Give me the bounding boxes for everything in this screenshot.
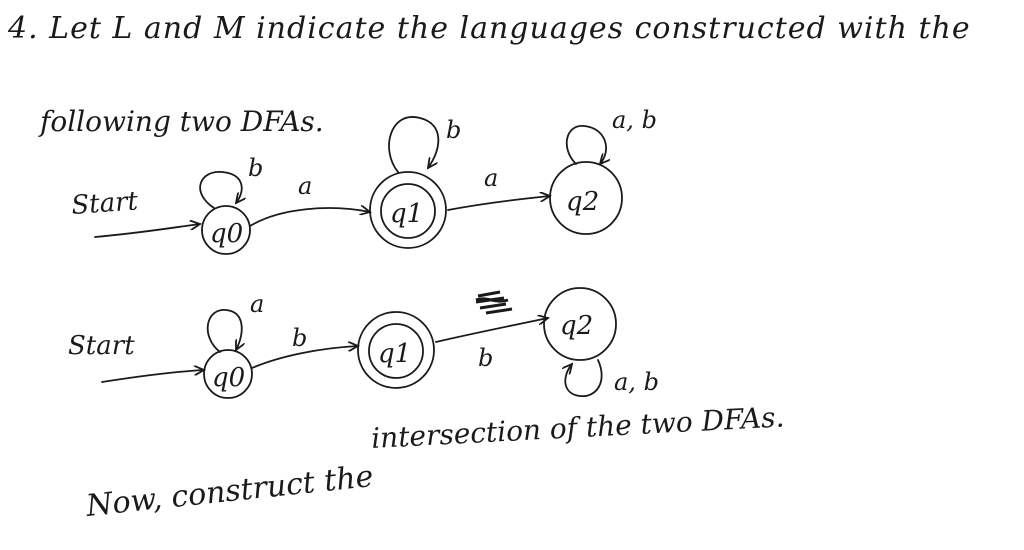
dfa1-q2-self-loop [565, 125, 606, 164]
problem-line-2: following two DFAs. [40, 105, 324, 138]
dfa2-edge-q0-q1-label: b [292, 324, 307, 352]
dfa1-state-q1-label: q1 [390, 199, 423, 229]
dfa2-state-q1-outer [357, 311, 435, 389]
dfa-2: Start q0 a b q1 b q2 a, b [68, 287, 659, 399]
dfa2-state-q0 [203, 349, 253, 399]
problem-line-1: 4. Let L and M indicate the languages co… [8, 11, 971, 46]
dfa1-state-q1-outer [369, 171, 447, 249]
dfa2-edge-q1-q2-label: b [478, 344, 493, 372]
dfa2-q2-self-loop [565, 359, 603, 397]
dfa2-edge-q0-q1 [251, 346, 358, 369]
dfa2-scribble-mark [475, 290, 513, 315]
dfa2-q0-self-loop [206, 309, 242, 353]
dfa1-q1-self-label: b [446, 116, 461, 144]
dfa2-q2-self-label: a, b [614, 368, 659, 396]
dfa2-state-q2-label: q2 [560, 311, 593, 341]
dfa1-q2-self-label: a, b [612, 106, 657, 134]
dfa1-state-q2 [549, 161, 623, 235]
dfa1-q0-self-loop [199, 171, 242, 209]
dfa1-q1-self-loop [388, 116, 440, 173]
dfa2-start-label: Start [68, 331, 135, 361]
dfa2-q0-self-label: a [250, 290, 264, 318]
dfa1-state-q2-label: q2 [566, 187, 599, 217]
dfa2-state-q1-inner [368, 323, 424, 379]
dfa1-q0-self-label: b [248, 154, 263, 182]
dfa1-edge-q1-q2 [447, 196, 550, 211]
dfa2-state-q0-label: q0 [212, 363, 245, 393]
dfa1-edge-q0-q1 [249, 208, 370, 227]
dfa1-start-label: Start [70, 186, 139, 221]
dfa2-state-q2 [543, 287, 617, 361]
dfa1-state-q0-label: q0 [210, 219, 243, 249]
dfa-1: Start q0 b a q1 b a q2 a, b [70, 106, 657, 255]
dfa2-state-q1-label: q1 [378, 339, 411, 369]
dfa1-edge-q0-q1-label: a [298, 172, 312, 200]
dfa2-edge-q1-q2 [435, 318, 548, 343]
dfa1-edge-q1-q2-label: a [484, 164, 498, 192]
dfa1-state-q1-inner [380, 183, 436, 239]
dfa2-start-arrow [101, 370, 204, 383]
dfa1-state-q0 [201, 205, 251, 255]
dfa1-start-arrow [94, 224, 200, 238]
